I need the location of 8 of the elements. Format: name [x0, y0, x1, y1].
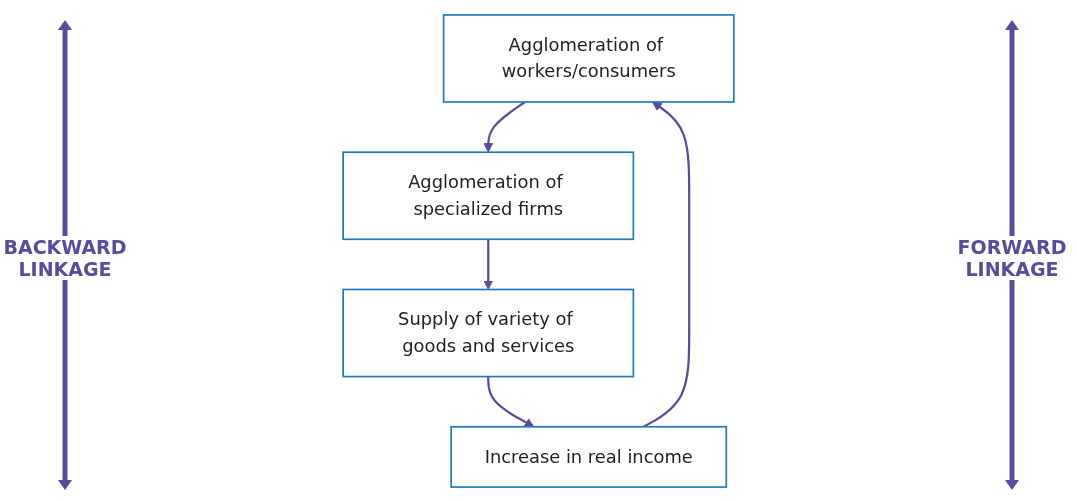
node-box: Increase in real income: [450, 425, 728, 488]
node-box: Agglomeration of specialized firms: [342, 151, 635, 241]
arrow: [483, 239, 494, 290]
arrow: [643, 101, 691, 428]
node-box: Supply of variety of goods and services: [342, 288, 635, 378]
arrow: [483, 101, 526, 153]
node-box: Agglomeration of workers/consumers: [442, 14, 735, 103]
arrow: [487, 376, 535, 428]
